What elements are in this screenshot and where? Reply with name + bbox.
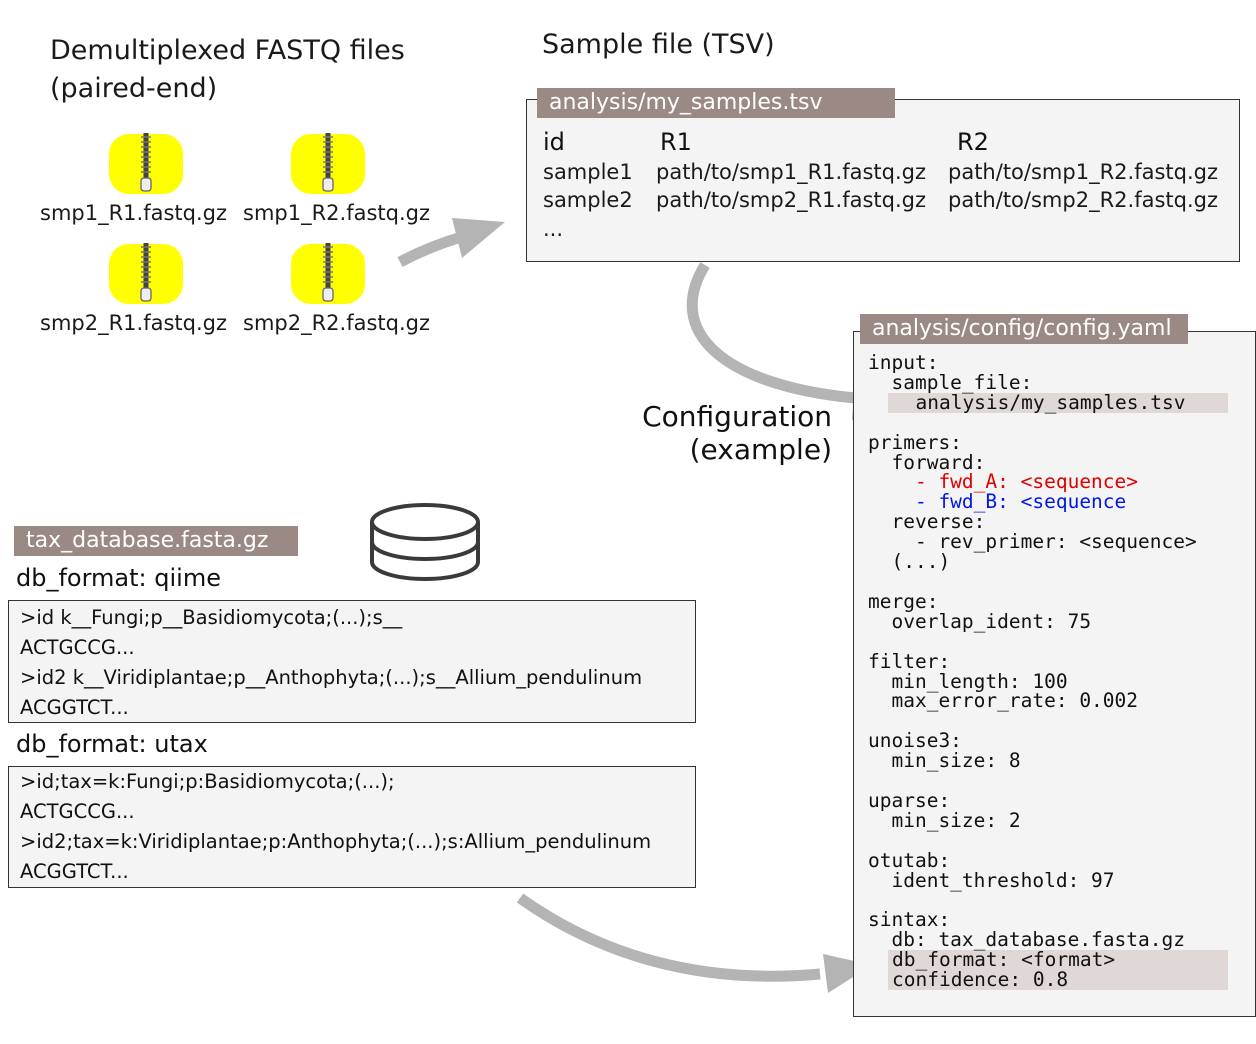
sample-file-tab: analysis/my_samples.tsv — [537, 88, 895, 118]
database-tab: tax_database.fasta.gz — [14, 526, 298, 556]
tsv-ellipsis: ... — [543, 217, 564, 241]
config-line — [868, 771, 1228, 791]
utax-example-lines: >id;tax=k:Fungi;p:Basidiomycota;(...); A… — [20, 767, 651, 887]
database-icon — [368, 502, 484, 586]
tsv-cell: path/to/smp2_R2.fastq.gz — [948, 188, 1218, 212]
fastq-title: Demultiplexed FASTQ files (paired-end) — [50, 32, 405, 108]
fasta-line: ACGGTCT... — [20, 696, 129, 719]
config-line: merge: — [868, 589, 939, 613]
utax-example-panel — [8, 766, 696, 888]
config-line: otutab: — [868, 848, 951, 872]
tsv-cell: path/to/smp1_R2.fastq.gz — [948, 160, 1218, 184]
config-line: reverse: — [868, 510, 986, 534]
utax-format-label: db_format: utax — [16, 730, 208, 758]
fasta-line: >id2 k__Viridiplantae;p__Anthophyta;(...… — [20, 666, 643, 689]
config-line: max_error_rate: 0.002 — [868, 689, 1139, 713]
config-line: confidence: 0.8 — [888, 970, 1228, 990]
config-line: sintax: — [868, 908, 951, 932]
config-line: analysis/my_samples.tsv — [888, 392, 1228, 413]
config-line: min_length: 100 — [868, 669, 1068, 693]
tsv-cell: path/to/smp2_R1.fastq.gz — [656, 188, 926, 212]
tsv-header-id: id — [543, 128, 565, 156]
zip-file-icon — [108, 133, 184, 199]
fasta-line: >id;tax=k:Fungi;p:Basidiomycota;(...); — [20, 770, 395, 793]
config-caption: Configuration (example) — [600, 400, 832, 466]
fastq-title-line1: Demultiplexed FASTQ files — [50, 35, 405, 66]
config-line: overlap_ident: 75 — [868, 609, 1092, 633]
zip-file-icon — [108, 243, 184, 309]
qiime-example-lines: >id k__Fungi;p__Basidiomycota;(...);s__ … — [20, 603, 642, 723]
tsv-cell: sample2 — [543, 188, 633, 212]
config-caption-line2: (example) — [689, 433, 832, 466]
fastq-file-label: smp1_R2.fastq.gz — [243, 201, 431, 225]
fastq-title-line2: (paired-end) — [50, 73, 218, 104]
config-tab: analysis/config/config.yaml — [860, 314, 1188, 344]
tsv-cell: path/to/smp1_R1.fastq.gz — [656, 160, 926, 184]
config-line: db: tax_database.fasta.gz — [868, 928, 1185, 952]
config-panel — [853, 331, 1256, 1017]
tsv-header-r2: R2 — [957, 128, 989, 156]
config-line — [868, 831, 1228, 851]
config-line: min_size: 8 — [868, 749, 1021, 773]
config-line: primers: — [868, 430, 962, 454]
fastq-file-label: smp2_R2.fastq.gz — [243, 311, 431, 335]
fastq-file-label: smp1_R1.fastq.gz — [40, 201, 228, 225]
zip-file-icon — [290, 133, 366, 199]
config-line: - rev_primer: <sequence> — [868, 530, 1197, 554]
sample-file-panel — [526, 99, 1240, 262]
config-line: forward: — [868, 450, 986, 474]
config-line: min_size: 2 — [868, 808, 1021, 832]
qiime-format-label: db_format: qiime — [16, 564, 221, 592]
config-line — [868, 413, 1228, 433]
config-code: input: sample_file: analysis/my_samples.… — [868, 353, 1228, 990]
fasta-line: >id2;tax=k:Viridiplantae;p:Anthophyta;(.… — [20, 830, 652, 853]
tsv-cell: sample1 — [543, 160, 633, 184]
config-line: ident_threshold: 97 — [868, 868, 1115, 892]
config-line: input: — [868, 351, 939, 374]
arrow-fastq-to-tsv — [397, 218, 505, 267]
tsv-header-r1: R1 — [660, 128, 692, 156]
config-line: - fwd_B: <sequence — [868, 490, 1127, 514]
config-caption-line1: Configuration — [642, 400, 832, 433]
arrow-db-to-config — [516, 893, 872, 993]
config-line: sample_file: — [868, 370, 1033, 394]
config-line — [868, 890, 1228, 910]
zip-file-icon — [290, 243, 366, 309]
config-line — [868, 572, 1228, 592]
fasta-line: ACGGTCT... — [20, 860, 129, 883]
config-line: uparse: — [868, 788, 951, 812]
qiime-example-panel — [8, 600, 696, 723]
fasta-line: ACTGCCG... — [20, 800, 135, 823]
fasta-line: ACTGCCG... — [20, 636, 135, 659]
sample-file-title: Sample file (TSV) — [542, 29, 775, 60]
config-line: (...) — [868, 550, 951, 574]
fasta-line: >id k__Fungi;p__Basidiomycota;(...);s__ — [20, 606, 403, 629]
fastq-file-label: smp2_R1.fastq.gz — [40, 311, 228, 335]
config-line — [868, 711, 1228, 731]
config-line — [868, 632, 1228, 652]
config-line: db_format: <format> — [888, 950, 1228, 971]
config-line: unoise3: — [868, 729, 962, 753]
config-line: - fwd_A: <sequence> — [868, 470, 1139, 494]
config-line: filter: — [868, 649, 951, 673]
